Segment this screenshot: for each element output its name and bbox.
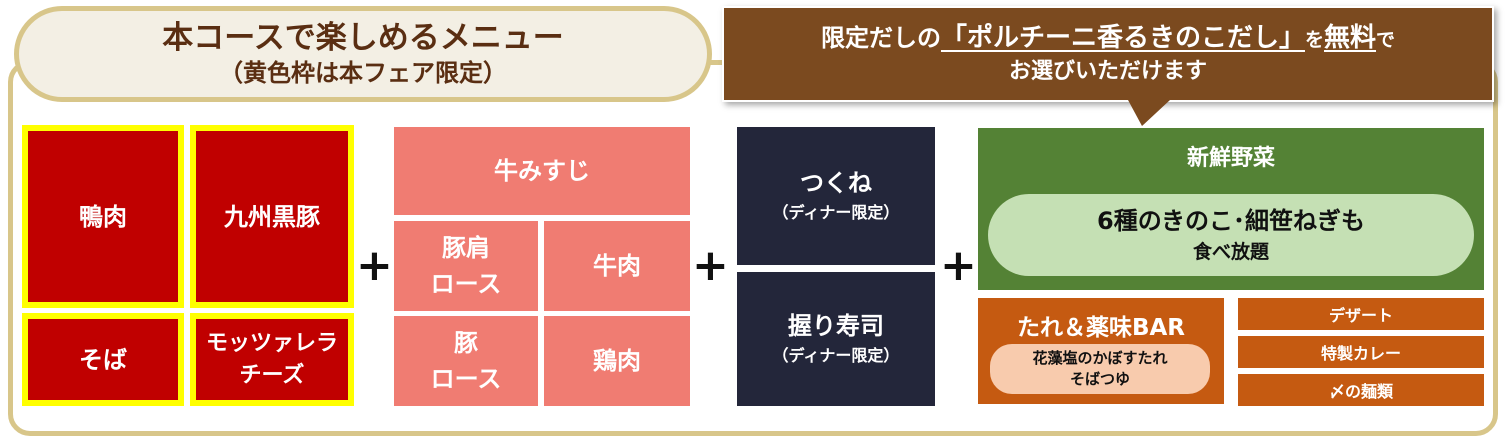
item-label: 豚肩 ロース xyxy=(430,234,502,298)
all-you-can-eat-text: 食べ放題 xyxy=(1192,241,1269,263)
beef: 牛肉 xyxy=(544,221,690,311)
sauce-bar: たれ＆薬味BAR 花藻塩のかぼすたれ そばつゆ xyxy=(978,298,1224,404)
all-you-can-eat-pill: 6種のきのこ･細笹ねぎも 食べ放題 xyxy=(988,194,1474,276)
item-label: つくね xyxy=(800,169,872,197)
fair-item-duck: 鴨肉 xyxy=(22,125,184,308)
item-label: 鶏肉 xyxy=(593,347,641,375)
item-label: 牛みすじ xyxy=(494,157,590,185)
callout-text: を xyxy=(1304,29,1324,51)
item-label: 特製カレー xyxy=(1320,344,1401,363)
extra-dessert: デザート xyxy=(1238,298,1484,330)
item-label: デザート xyxy=(1328,306,1393,325)
pork-loin: 豚 ロース xyxy=(394,316,538,406)
chicken: 鶏肉 xyxy=(544,316,690,406)
callout-tail xyxy=(1128,100,1170,126)
title-banner: 本コースで楽しめるメニュー （黄色枠は本フェア限定） xyxy=(14,6,712,102)
plus-sign: + xyxy=(356,240,393,291)
callout-text: で xyxy=(1376,29,1396,51)
plus-sign: + xyxy=(940,240,977,291)
extra-curry: 特製カレー xyxy=(1238,336,1484,368)
fair-item-kyushu-pork: 九州黒豚 xyxy=(190,125,354,308)
sauce-item: そばつゆ xyxy=(1069,370,1130,388)
callout-broth-name: 「ポルチーニ香るきのこだし」 xyxy=(940,23,1305,53)
pork-shoulder-loin: 豚肩 ロース xyxy=(394,221,538,311)
nigiri-sushi: 握り寿司 （ディナー限定） xyxy=(737,272,935,406)
plus-sign: + xyxy=(692,240,729,291)
extra-noodles: 〆の麺類 xyxy=(1238,374,1484,406)
dinner-only-note: （ディナー限定） xyxy=(772,346,900,365)
callout-text: 限定だしの xyxy=(820,24,941,52)
free-broth-callout: 限定だしの「ポルチーニ香るきのこだし」を無料で お選びいただけます xyxy=(722,6,1494,102)
fair-item-mozzarella: モッツァレラ チーズ xyxy=(190,313,354,406)
sauce-item: 花藻塩のかぼすたれ xyxy=(1032,349,1168,367)
sauce-bar-pill: 花藻塩のかぼすたれ そばつゆ xyxy=(990,344,1210,394)
item-label: 牛肉 xyxy=(593,252,641,280)
item-label: 九州黒豚 xyxy=(224,202,320,231)
sauce-bar-title: たれ＆薬味BAR xyxy=(1016,315,1186,341)
callout-line-1: 限定だしの「ポルチーニ香るきのこだし」を無料で xyxy=(821,21,1395,57)
item-label: 握り寿司 xyxy=(788,312,884,340)
item-label: そば xyxy=(79,345,127,374)
vegetables-title: 新鮮野菜 xyxy=(1186,146,1275,171)
item-label: モッツァレラ チーズ xyxy=(205,330,338,388)
fresh-vegetables: 新鮮野菜 6種のきのこ･細笹ねぎも 食べ放題 xyxy=(978,128,1484,290)
page-title: 本コースで楽しめるメニュー xyxy=(162,20,564,56)
page-subtitle: （黄色枠は本フェア限定） xyxy=(219,59,507,87)
item-label: 〆の麺類 xyxy=(1328,382,1393,401)
callout-line-2: お選びいただけます xyxy=(1008,59,1207,84)
fair-item-soba: そば xyxy=(22,313,184,406)
callout-free: 無料 xyxy=(1324,23,1377,53)
tsukune: つくね （ディナー限定） xyxy=(737,127,935,265)
item-label: 鴨肉 xyxy=(79,202,127,231)
dinner-only-note: （ディナー限定） xyxy=(772,203,900,222)
item-label: 豚 ロース xyxy=(430,329,502,393)
beef-misuji: 牛みすじ xyxy=(394,127,690,215)
mushrooms-text: 6種のきのこ･細笹ねぎも xyxy=(1097,207,1365,235)
